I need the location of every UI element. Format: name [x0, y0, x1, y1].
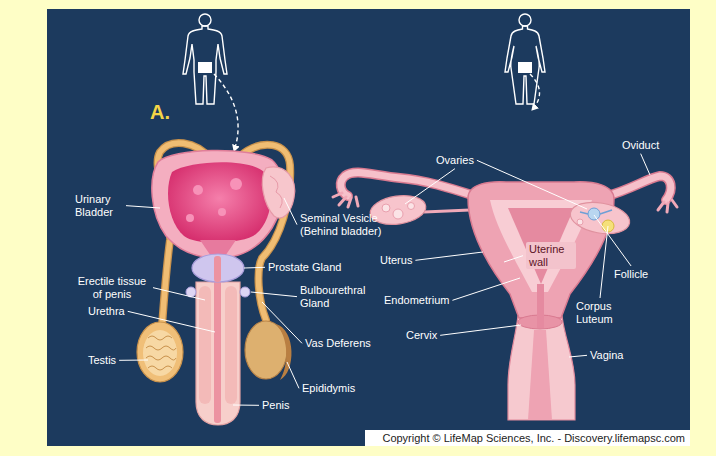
copyright-note: Copyright © LifeMap Sciences, Inc. - Dis…	[365, 430, 690, 446]
leader-line	[262, 302, 302, 343]
urethra-tube	[214, 256, 221, 282]
ovary-follicle	[408, 203, 415, 210]
ovary-follicle	[393, 209, 403, 219]
leader-line	[251, 292, 297, 297]
urethra-tube	[214, 255, 221, 423]
leader-line	[126, 206, 160, 208]
prostate	[192, 254, 244, 282]
part-label: Urethra	[88, 305, 125, 318]
part-label: Corpus Luteum	[576, 300, 624, 325]
leader-line	[594, 215, 631, 266]
ovary	[568, 198, 632, 238]
part-label: Oviduct	[622, 139, 659, 152]
leader-line	[600, 226, 608, 298]
oviduct	[341, 173, 475, 196]
male-tract	[137, 143, 295, 425]
leader-line	[569, 355, 587, 357]
female-silhouette	[505, 14, 545, 104]
part-label: Follicle	[614, 268, 648, 281]
part-label: Seminal Vesicle (Behind bladder)	[300, 212, 390, 237]
leader-line	[244, 267, 265, 269]
ovary-follicle	[577, 219, 583, 225]
leader-line	[477, 160, 587, 209]
part-label: Urinary Bladder	[75, 193, 123, 218]
bladder-lumen	[168, 162, 271, 242]
leader-line	[405, 169, 455, 204]
female-tract	[333, 173, 677, 420]
epididymis	[276, 324, 292, 380]
follicle-mark	[588, 208, 600, 220]
testis-section	[143, 330, 177, 376]
panel-letter: A.	[150, 101, 170, 123]
part-label: Prostate Gland	[268, 261, 341, 274]
part-label: Cervix	[406, 329, 437, 342]
vaginal-canal	[528, 330, 552, 420]
part-label: Vagina	[590, 349, 623, 362]
leader-line	[153, 288, 205, 300]
fimbriae	[333, 193, 358, 207]
male-silhouette	[183, 14, 227, 104]
bladder-fold	[186, 214, 194, 222]
oviduct	[341, 173, 475, 196]
leader-line	[287, 362, 299, 388]
panel	[47, 9, 690, 446]
part-label: Vas Deferens	[305, 337, 371, 350]
leader-line	[128, 311, 215, 332]
leader-line	[233, 405, 259, 406]
seminiferous-tubules	[146, 336, 176, 370]
bladder-fold	[218, 208, 226, 216]
fimbriae	[658, 200, 677, 212]
part-label: Ovaries	[436, 154, 474, 167]
region-box	[198, 62, 212, 73]
head	[199, 14, 211, 26]
part-label: Bulbourethral Gland	[300, 284, 380, 309]
dashed-arrow	[214, 74, 238, 151]
leader-line	[504, 256, 523, 262]
part-label: Epididymis	[302, 382, 355, 395]
seminal-vesicle	[270, 176, 282, 208]
head	[519, 14, 531, 26]
leader-line	[119, 360, 148, 361]
vagina	[508, 316, 575, 420]
cervical-canal	[537, 284, 544, 328]
ovary-follicle	[382, 204, 390, 212]
leader-line	[440, 325, 521, 335]
dashed-arrow	[530, 74, 540, 110]
ovarian-ligament	[424, 210, 470, 212]
part-label: Uterus	[380, 254, 412, 267]
bladder-fold	[193, 185, 203, 195]
bladder-fold	[230, 178, 242, 190]
leader-line	[641, 154, 650, 175]
body-outline	[183, 26, 227, 104]
erectile-tissue	[199, 286, 211, 404]
region-box	[518, 62, 532, 73]
part-label: Penis	[262, 399, 290, 412]
oviduct	[607, 176, 671, 200]
leader-line	[452, 278, 520, 300]
part-label: Endometrium	[384, 294, 449, 307]
part-label: Erectile tissue of penis	[74, 275, 150, 300]
part-label: Testis	[88, 354, 116, 367]
follicle-vessel	[580, 210, 612, 214]
bulbourethral-gland	[240, 287, 250, 297]
leader-line	[284, 198, 297, 225]
oviduct	[607, 176, 671, 200]
leader-line	[415, 252, 483, 260]
erectile-tissue	[225, 286, 237, 404]
testis	[137, 322, 183, 382]
part-label: Uterine wall	[526, 242, 576, 269]
